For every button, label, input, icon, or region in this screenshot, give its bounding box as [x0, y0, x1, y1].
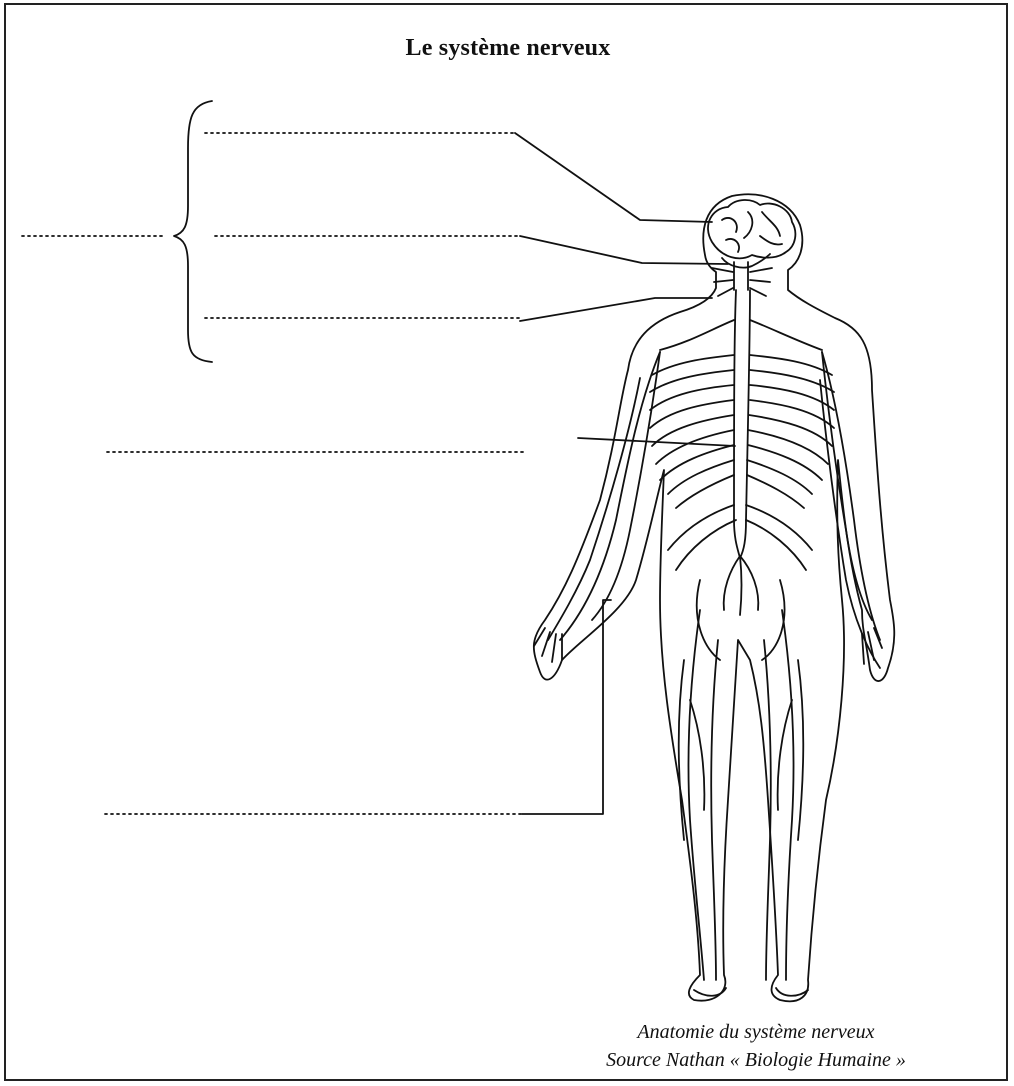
leader-line-brain — [515, 133, 712, 222]
arm-nerve-right — [822, 352, 880, 640]
leg-nerve-right — [782, 610, 794, 980]
leader-line-cerebellum — [520, 236, 728, 264]
intercostal-nerves — [650, 355, 834, 508]
spinal-cord — [734, 290, 750, 520]
leader-line-brainstem — [520, 298, 712, 321]
curly-brace — [174, 101, 212, 362]
arm-inner-left — [548, 378, 640, 640]
